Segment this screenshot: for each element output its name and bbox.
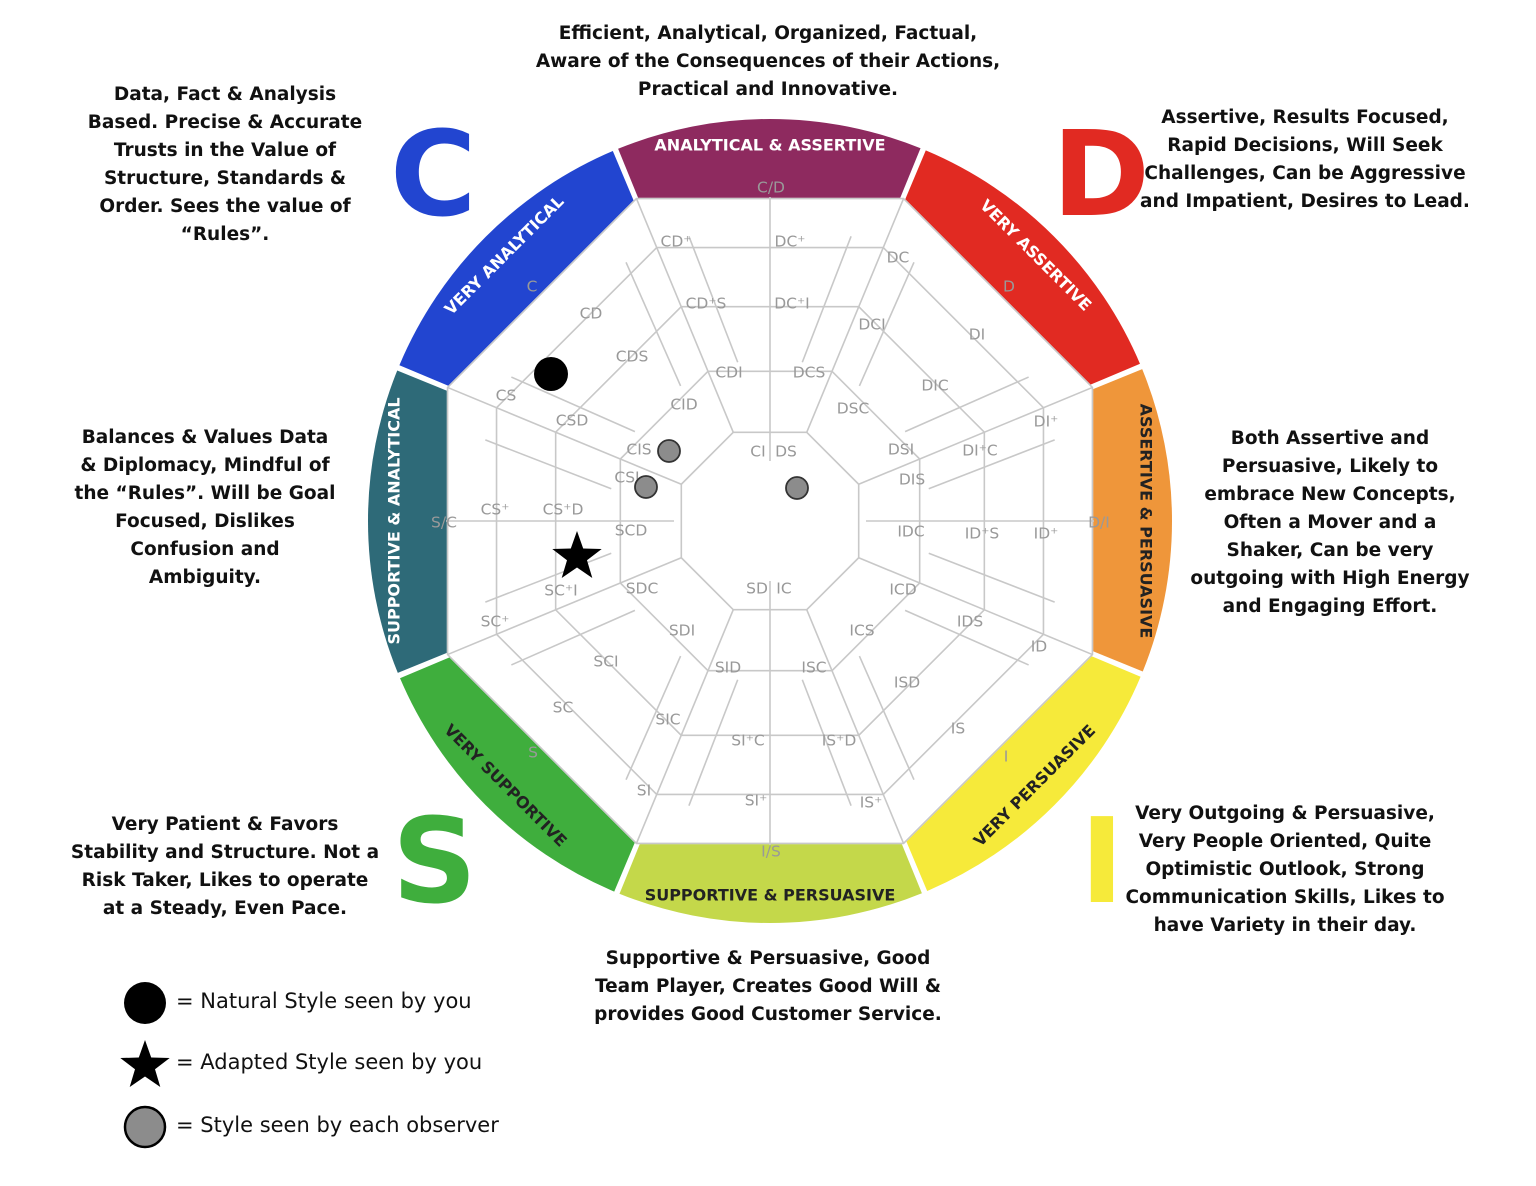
d-description: Assertive, Results Focused, Rapid Decisi…	[1140, 107, 1470, 212]
cell-label: D	[1003, 278, 1015, 296]
cell-label: ICS	[849, 622, 874, 640]
black-circle-icon	[124, 982, 166, 1024]
cell-label: CSD	[556, 412, 589, 430]
cell-label: SCI	[593, 653, 618, 671]
observer-style-marker	[634, 475, 658, 499]
cell-label: DSC	[837, 400, 870, 418]
cell-label: DC	[887, 249, 910, 267]
d-quadrant-letter: D	[1052, 105, 1150, 243]
cell-label: IS⁺	[860, 794, 883, 812]
cell-label: DC⁺	[775, 233, 806, 251]
observer-style-marker	[657, 439, 681, 463]
cell-label: C/D	[757, 179, 785, 197]
cell-label: DSI	[888, 441, 914, 459]
ring-segment-label-2: ASSERTIVE & PERSUASIVE	[1137, 404, 1156, 639]
cell-label: DIC	[921, 377, 948, 395]
cell-label: ID⁺	[1034, 525, 1059, 543]
cell-label: CS	[496, 387, 517, 405]
ring-segment-5: VERY SUPPORTIVE	[399, 656, 635, 892]
cell-label: SDI	[669, 622, 695, 640]
cell-label: DIS	[899, 471, 925, 489]
cell-label: CSI	[614, 469, 639, 487]
cell-label: IC	[776, 580, 791, 598]
cell-label: SD	[746, 580, 768, 598]
cell-label: IDS	[957, 613, 983, 631]
c-quadrant-letter: C	[390, 105, 477, 243]
legend-adapted-text: = Adapted Style seen by you	[176, 1050, 483, 1074]
cell-label: I	[1004, 748, 1009, 766]
ring-segment-6: SUPPORTIVE & ANALYTICAL	[367, 369, 447, 673]
i-description: Very Outgoing & Persuasive, Very People …	[1125, 803, 1445, 936]
cell-label: CD⁺	[661, 233, 692, 251]
s-quadrant-letter: S	[392, 792, 477, 930]
cell-label: SI	[637, 782, 651, 800]
cell-label: IS⁺D	[822, 732, 857, 750]
right-blend-description: Both Assertive and Persuasive, Likely to…	[1190, 428, 1470, 617]
cell-label: CD⁺S	[686, 295, 727, 313]
adapted-style-marker	[552, 531, 602, 578]
cell-label: SCD	[615, 522, 648, 540]
cell-label: ISC	[801, 659, 826, 677]
cell-label: SID	[715, 659, 741, 677]
cell-label: IS	[951, 720, 965, 738]
cell-label: ID⁺S	[965, 525, 1000, 543]
cell-label: DI⁺C	[962, 442, 998, 460]
cell-label: ICD	[889, 581, 916, 599]
legend-observer-text: = Style seen by each observer	[176, 1113, 499, 1137]
natural-style-marker	[534, 357, 568, 391]
cell-label: DI⁺	[1034, 413, 1059, 431]
cell-label: DCI	[858, 316, 885, 334]
ring-segment-1: VERY ASSERTIVE	[905, 150, 1141, 386]
cell-label: S/C	[431, 514, 457, 532]
cell-label: CID	[670, 396, 697, 414]
ring-segment-3: VERY PERSUASIVE	[905, 656, 1141, 892]
top-blend-description: Efficient, Analytical, Organized, Factua…	[535, 23, 1001, 100]
ring-segment-4: SUPPORTIVE & PERSUASIVE	[618, 844, 922, 923]
c-description: Data, Fact & Analysis Based. Precise & A…	[87, 84, 363, 245]
i-quadrant-letter: I	[1080, 792, 1124, 930]
cell-label: ID	[1031, 638, 1048, 656]
cell-label: CD	[580, 305, 603, 323]
cell-label: SI⁺C	[731, 732, 764, 750]
cell-label: SI⁺	[745, 792, 768, 810]
ring-segment-0: ANALYTICAL & ASSERTIVE	[618, 118, 922, 198]
cell-label: DS	[775, 443, 797, 461]
cell-label: CS⁺	[481, 501, 510, 519]
cell-label: DC⁺I	[774, 295, 810, 313]
bottom-blend-description: Supportive & Persuasive, Good Team Playe…	[594, 948, 942, 1025]
cell-label: D/I	[1088, 514, 1110, 532]
cell-label: SC	[553, 699, 574, 717]
cell-label: SC⁺I	[544, 582, 577, 600]
ring-segment-label-4: SUPPORTIVE & PERSUASIVE	[645, 886, 896, 905]
cell-label: DCS	[793, 364, 826, 382]
s-description: Very Patient & Favors Stability and Stru…	[70, 814, 380, 919]
legend-natural-text: = Natural Style seen by you	[176, 989, 472, 1013]
cell-label: CI	[750, 443, 765, 461]
ring-segment-label-0: ANALYTICAL & ASSERTIVE	[654, 136, 885, 155]
cell-label: SIC	[655, 711, 680, 729]
left-blend-description: Balances & Values Data & Diplomacy, Mind…	[74, 427, 336, 588]
wheel-grid	[446, 197, 1094, 845]
ring-segment-2: ASSERTIVE & PERSUASIVE	[1093, 369, 1172, 673]
cell-label: CS⁺D	[543, 501, 584, 519]
ring-segment-7: VERY ANALYTICAL	[399, 150, 635, 386]
cell-label: I/S	[761, 843, 781, 861]
cell-label: SDC	[626, 580, 659, 598]
observer-style-marker	[785, 476, 809, 500]
cell-label: C	[527, 278, 538, 296]
black-star-icon	[120, 1040, 170, 1087]
gray-circle-icon	[123, 1105, 167, 1149]
cell-label: IDC	[897, 523, 924, 541]
cell-label: CIS	[626, 441, 651, 459]
cell-label: CDS	[616, 348, 649, 366]
cell-label: DI	[969, 326, 986, 344]
cell-label: SC⁺	[481, 613, 510, 631]
cell-label: S	[528, 744, 538, 762]
cell-label: ISD	[894, 674, 920, 692]
cell-label: CDI	[715, 364, 742, 382]
ring-segment-label-6: SUPPORTIVE & ANALYTICAL	[385, 397, 404, 644]
